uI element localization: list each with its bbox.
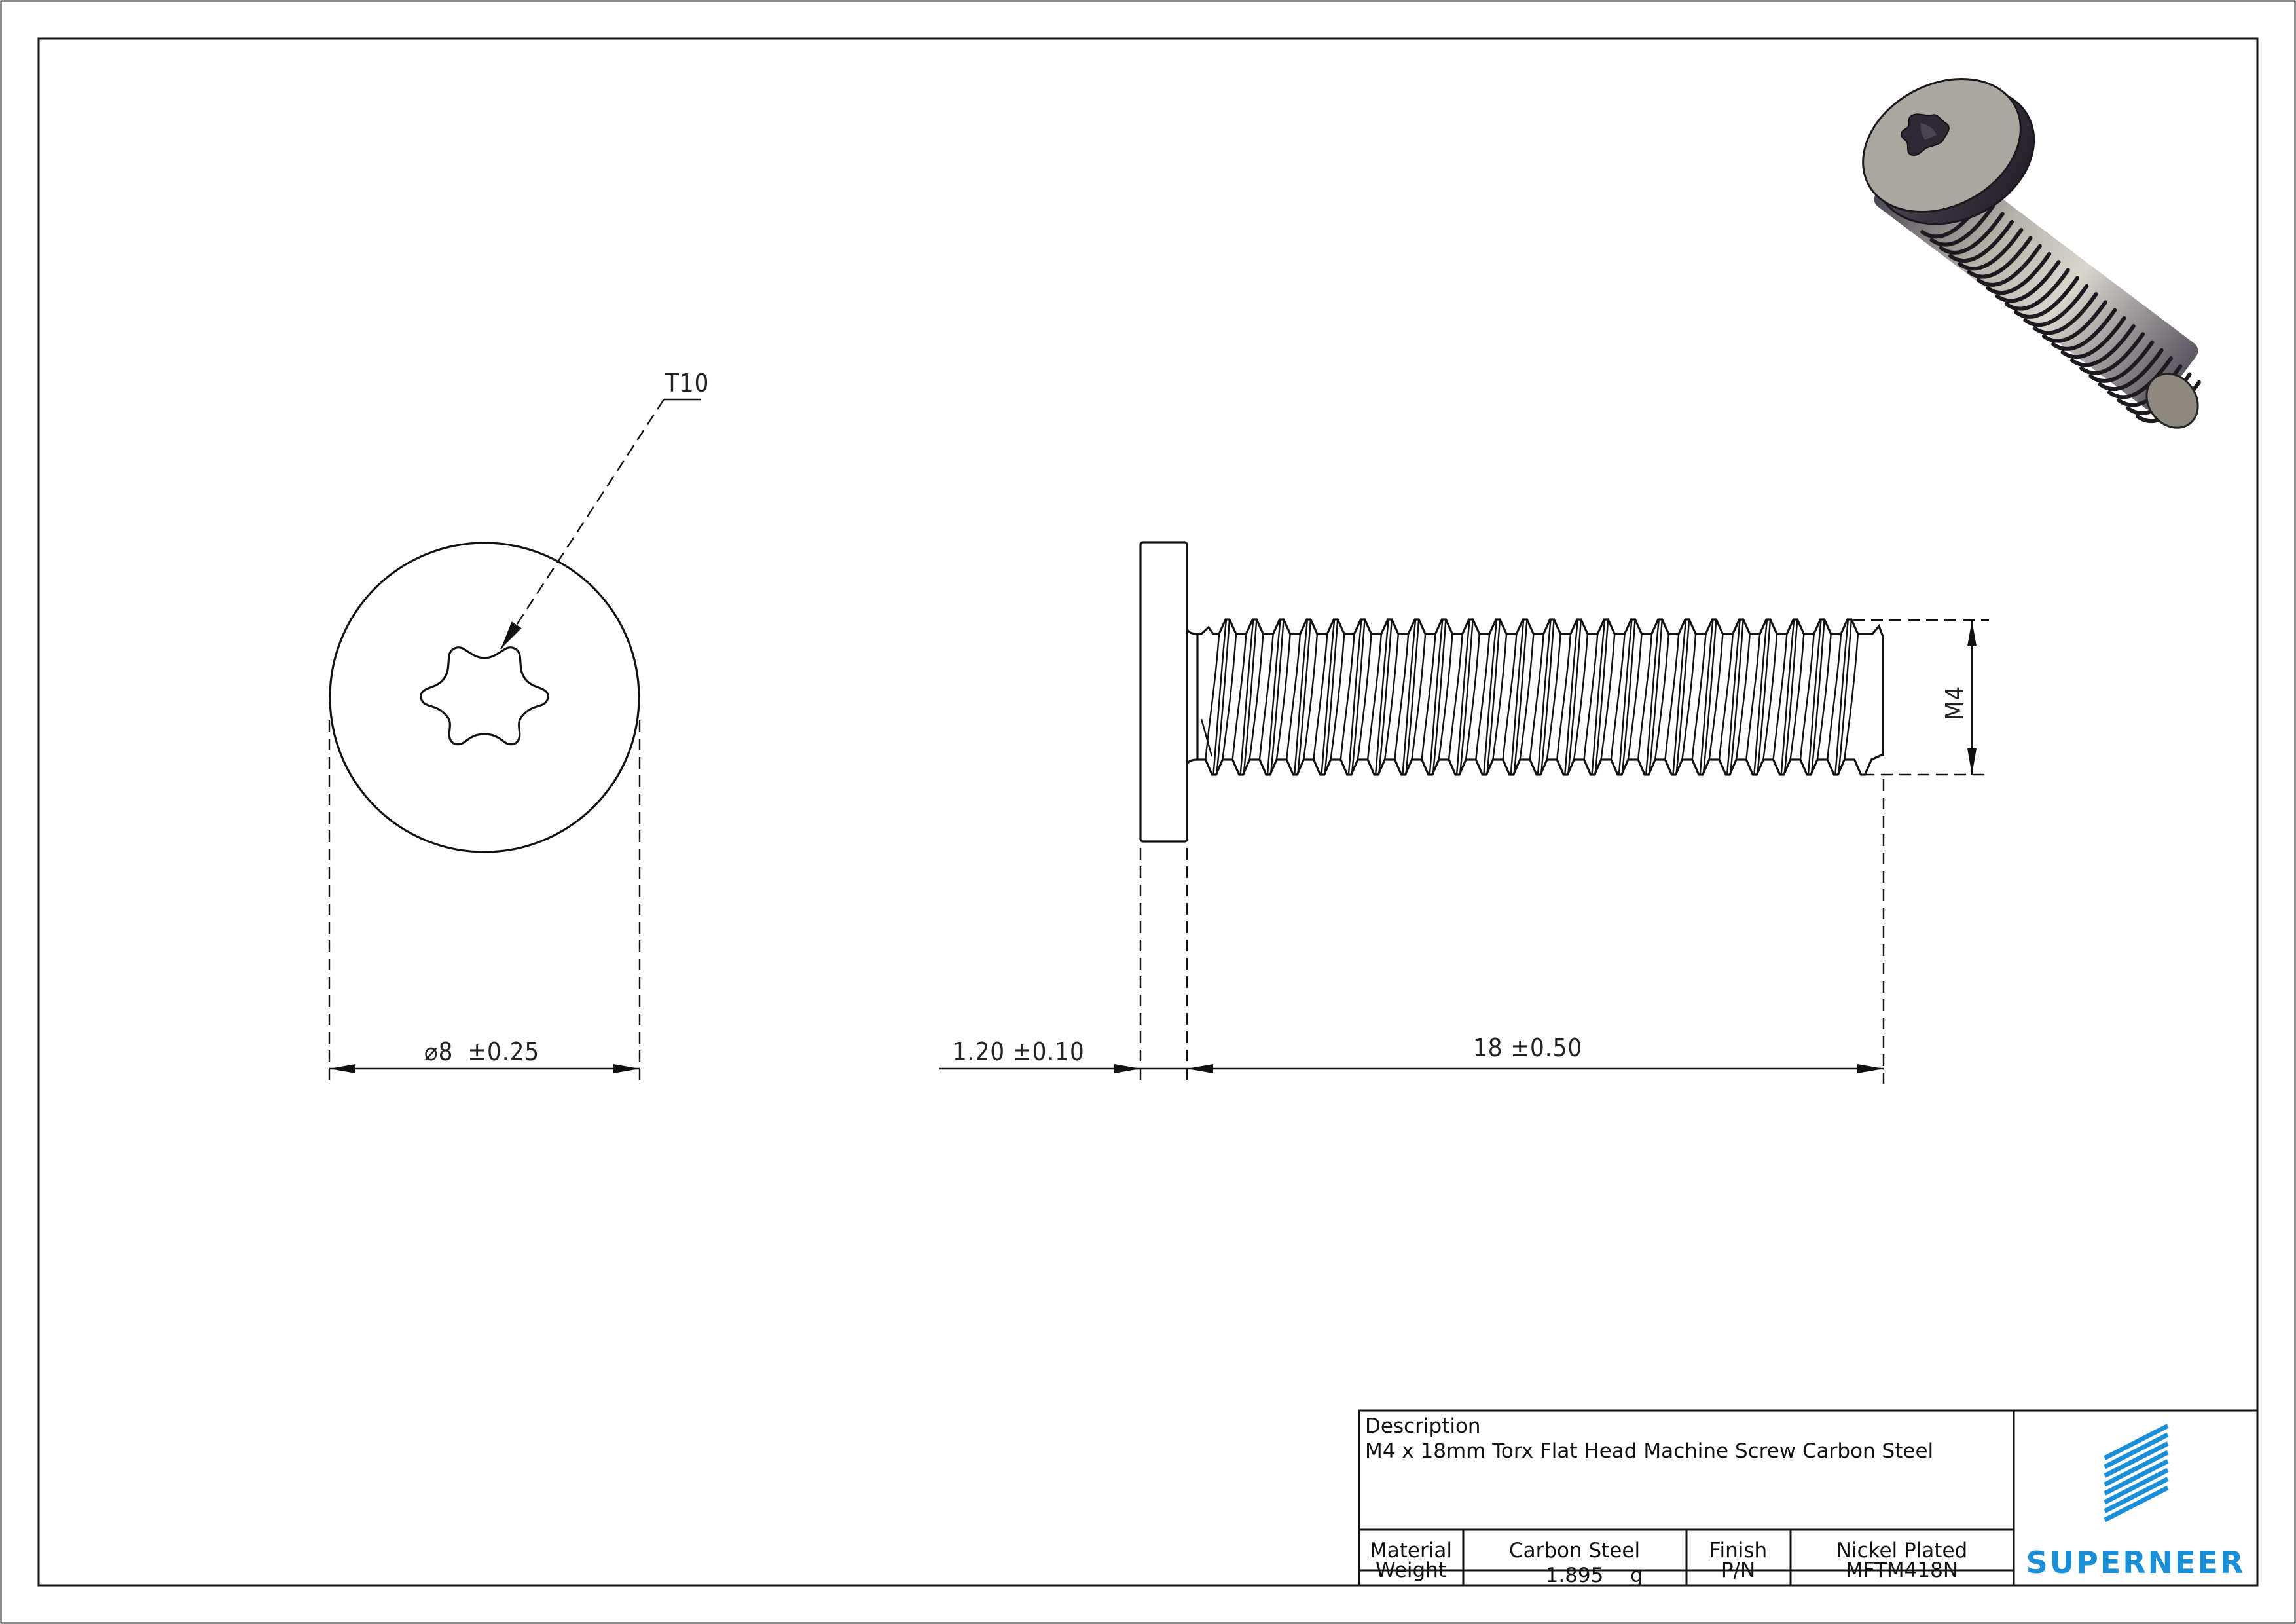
brand-name: SUPERNEER bbox=[2026, 1545, 2246, 1580]
title-block: Description M4 x 18mm Torx Flat Head Mac… bbox=[1358, 1409, 2259, 1587]
head-outline bbox=[329, 542, 640, 853]
weight-value: 1.895 bbox=[1546, 1564, 1604, 1587]
t10-leader-line bbox=[500, 399, 665, 650]
thread-size-dimension-text: M4 bbox=[1941, 686, 1969, 720]
iso-head-top bbox=[1862, 78, 2022, 213]
weight-unit: g bbox=[1630, 1564, 1643, 1587]
side-view: 1.20 ±0.10 18 ±0.50 M4 bbox=[939, 541, 1989, 1084]
head-thickness-dimension-text: 1.20 ±0.10 bbox=[953, 1037, 1085, 1066]
material-value: Carbon Steel bbox=[1509, 1539, 1640, 1562]
superneer-logo: SUPERNEER bbox=[2026, 1424, 2246, 1580]
iso-thread-ridges bbox=[1920, 196, 2201, 424]
finish-label: Finish bbox=[1709, 1539, 1767, 1562]
torx-recess-icon bbox=[420, 646, 549, 746]
iso-view-render bbox=[1862, 78, 2201, 429]
front-view: T10 ⌀8±0.25 bbox=[328, 369, 709, 1084]
description-value: M4 x 18mm Torx Flat Head Machine Screw C… bbox=[1365, 1439, 1933, 1463]
weight-label: Weight bbox=[1376, 1559, 1446, 1582]
part-number-value: MFTM418N bbox=[1846, 1559, 1958, 1582]
title-block-outline bbox=[1358, 1409, 2259, 1587]
diagonal-stripes-logo-icon bbox=[2104, 1424, 2169, 1522]
torx-size-label: T10 bbox=[665, 369, 709, 397]
diameter-symbol-icon: ⌀ bbox=[424, 1037, 439, 1066]
material-label: Material bbox=[1370, 1539, 1452, 1562]
finish-value: Nickel Plated bbox=[1836, 1539, 1967, 1562]
diameter-dimension-text: ⌀8±0.25 bbox=[424, 1037, 539, 1066]
length-dimension-text: 18 ±0.50 bbox=[1473, 1033, 1582, 1062]
screw-head-profile bbox=[1139, 541, 1188, 843]
description-label: Description bbox=[1365, 1414, 1481, 1438]
thread-body bbox=[1186, 618, 1884, 776]
inner-frame bbox=[37, 37, 2259, 1587]
part-number-label: P/N bbox=[1721, 1559, 1755, 1582]
